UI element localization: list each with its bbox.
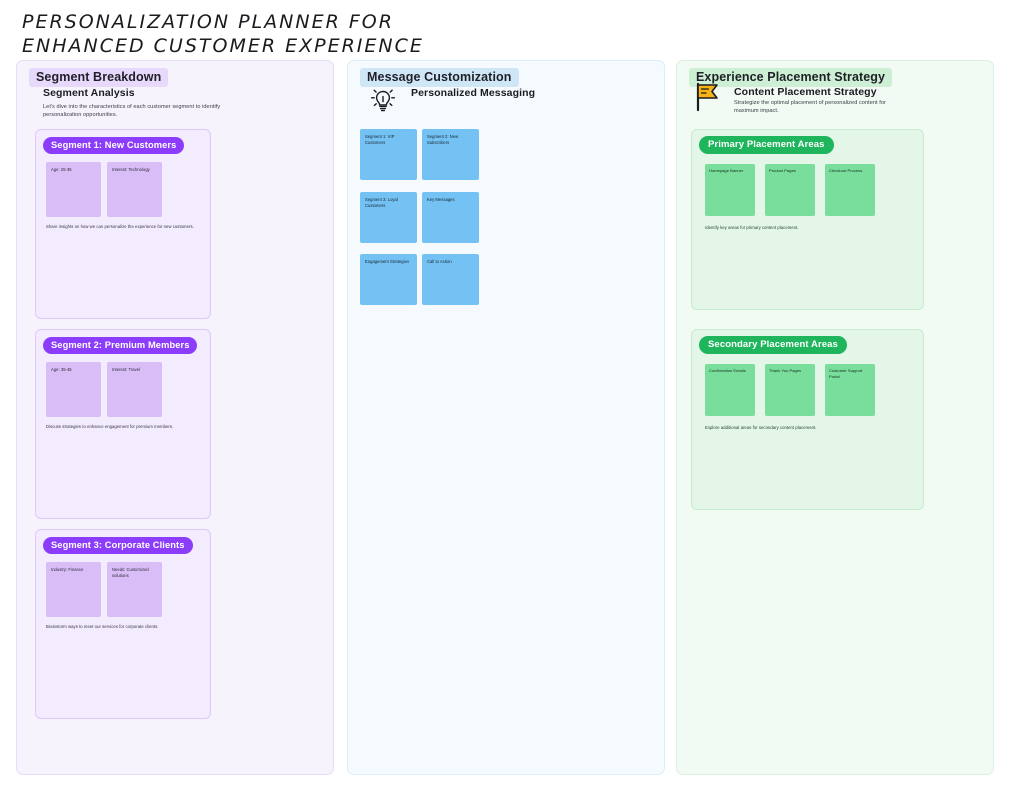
segment-caption: Share insights on how we can personalize…: [46, 224, 194, 229]
segment-caption: Brainstorm ways to meet our services for…: [46, 624, 159, 629]
sticky-note[interactable]: Product Pages: [765, 164, 815, 216]
segment-badge: Segment 2: Premium Members: [43, 337, 198, 354]
segment-badge: Segment 1: New Customers: [43, 137, 185, 154]
column-experience-placement-strategy[interactable]: Experience Placement Strategy Content Pl…: [676, 60, 994, 775]
sticky-note[interactable]: Interest: Travel: [107, 362, 162, 417]
placement-card[interactable]: Primary Placement Areas Homepage Banner …: [691, 129, 924, 310]
column-heading: Segment Analysis: [43, 87, 135, 99]
column-message-customization[interactable]: Message Customization Personalized Messa…: [347, 60, 665, 775]
sticky-note[interactable]: Segment 1: VIP Customers: [360, 129, 417, 180]
sticky-note[interactable]: Checkout Process: [825, 164, 875, 216]
sticky-note[interactable]: Needs: Customized solutions: [107, 562, 162, 617]
column-heading: Personalized Messaging: [411, 87, 536, 99]
sticky-note[interactable]: Age: 35-45: [46, 362, 101, 417]
placement-caption: Explore additional areas for secondary c…: [705, 425, 817, 430]
column-heading: Content Placement Strategy: [734, 86, 877, 98]
placement-caption: Identify key areas for primary content p…: [705, 225, 799, 230]
board-canvas: Segment Breakdown Segment Analysis Let's…: [0, 60, 1024, 780]
sticky-note[interactable]: Industry: Finance: [46, 562, 101, 617]
sticky-note[interactable]: Segment 2: New Subscribers: [422, 129, 479, 180]
sticky-note[interactable]: Age: 25-35: [46, 162, 101, 217]
sticky-note[interactable]: Engagement Strategies: [360, 254, 417, 305]
page-title: PERSONALIZATION PLANNER FOR ENHANCED CUS…: [22, 11, 424, 57]
column-description: Strategize the optimal placement of pers…: [734, 100, 886, 115]
column-title-chip: Message Customization: [360, 68, 519, 87]
sticky-note[interactable]: Call to Action: [422, 254, 479, 305]
segment-card[interactable]: Segment 2: Premium Members Age: 35-45 In…: [35, 329, 211, 519]
sticky-note[interactable]: Customer Support Portal: [825, 364, 875, 416]
sticky-note[interactable]: Homepage Banner: [705, 164, 755, 216]
column-description: Let's dive into the characteristics of e…: [43, 104, 221, 119]
sticky-note[interactable]: Key Messages: [422, 192, 479, 243]
placement-badge: Secondary Placement Areas: [699, 336, 847, 354]
sticky-note[interactable]: Confirmation Emails: [705, 364, 755, 416]
segment-caption: Discuss strategies to enhance engagement…: [46, 424, 174, 429]
placement-card[interactable]: Secondary Placement Areas Confirmation E…: [691, 329, 924, 510]
column-title-chip: Experience Placement Strategy: [689, 68, 893, 87]
column-segment-breakdown[interactable]: Segment Breakdown Segment Analysis Let's…: [16, 60, 334, 775]
flag-icon: [691, 81, 725, 118]
segment-card[interactable]: Segment 1: New Customers Age: 25-35 Inte…: [35, 129, 211, 319]
column-title-chip: Segment Breakdown: [29, 68, 169, 87]
lightbulb-icon: [366, 83, 400, 122]
sticky-note[interactable]: Thank You Pages: [765, 364, 815, 416]
sticky-note[interactable]: Segment 3: Loyal Customers: [360, 192, 417, 243]
placement-badge: Primary Placement Areas: [699, 136, 834, 154]
segment-card[interactable]: Segment 3: Corporate Clients Industry: F…: [35, 529, 211, 719]
segment-badge: Segment 3: Corporate Clients: [43, 537, 193, 554]
sticky-note[interactable]: Interest: Technology: [107, 162, 162, 217]
